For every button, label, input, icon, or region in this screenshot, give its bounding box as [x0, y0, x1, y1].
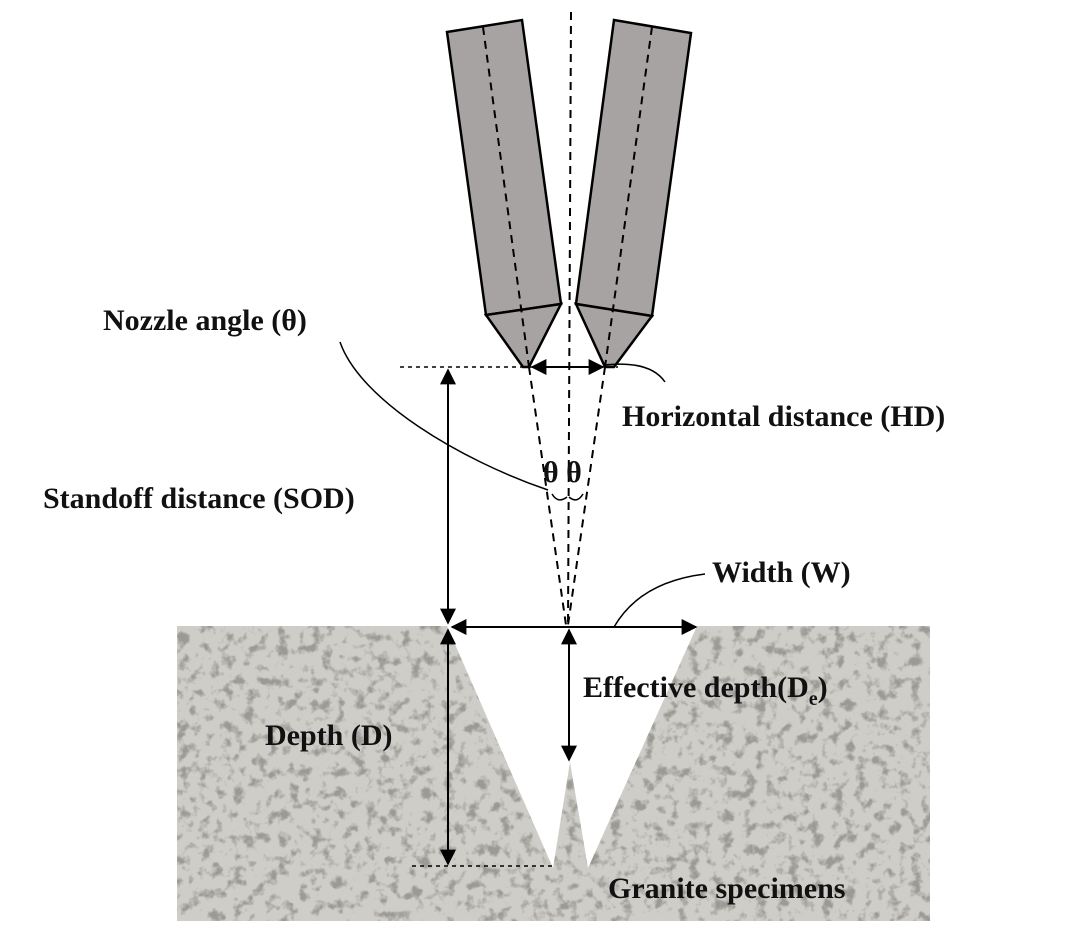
nozzle-angle-leader — [339, 341, 549, 491]
effective-depth-label: Effective depth(De) — [583, 671, 828, 710]
right-nozzle-tip — [573, 302, 655, 369]
left-nozzle-axis — [482, 26, 530, 368]
granite-label: Granite specimens — [608, 872, 845, 905]
effective-depth-subscript: e — [809, 688, 818, 710]
effective-depth-text: Effective depth(D — [583, 671, 809, 704]
hd-leader — [603, 363, 666, 383]
horizontal-distance-label: Horizontal distance (HD) — [622, 400, 945, 433]
depth-label: Depth (D) — [265, 719, 393, 752]
theta-arc-left — [551, 493, 568, 501]
left-nozzle — [445, 18, 564, 369]
right-jet-line — [567, 366, 606, 626]
theta-arc-right — [568, 493, 584, 501]
standoff-distance-label: Standoff distance (SOD) — [43, 482, 355, 515]
effective-depth-close: ) — [818, 671, 828, 704]
left-nozzle-tip — [483, 302, 564, 369]
left-nozzle-body — [445, 18, 563, 317]
width-leader — [613, 573, 706, 628]
theta-pair-label: θ θ — [543, 456, 582, 489]
nozzle-angle-label: Nozzle angle (θ) — [103, 304, 307, 337]
right-nozzle-axis — [604, 26, 653, 368]
left-jet-line — [528, 366, 567, 626]
granite-specimen — [177, 626, 930, 921]
center-axis — [567, 11, 572, 627]
width-label: Width (W) — [712, 556, 851, 589]
right-nozzle — [573, 18, 693, 369]
